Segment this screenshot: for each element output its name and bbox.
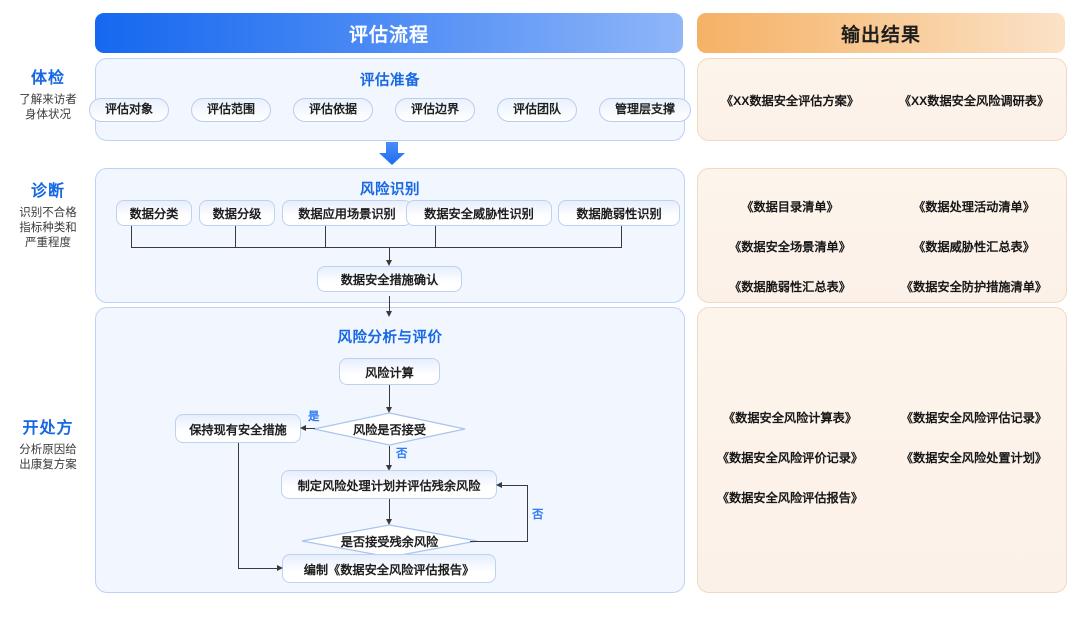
arrow-head-icon <box>386 465 392 471</box>
header-assessment-process: 评估流程 <box>95 13 683 53</box>
stage-title: 体检 <box>30 70 65 87</box>
arrow-head-icon <box>300 425 306 431</box>
box-data-classification[interactable]: 数据分类 <box>116 200 192 226</box>
connector-stem <box>325 226 327 248</box>
stage-label-prescription: 开处方 分析原因给 出康复方案 <box>2 418 94 473</box>
arrow-head-icon <box>277 565 283 571</box>
label-no: 否 <box>532 509 544 521</box>
down-block-arrow-icon <box>379 142 405 165</box>
output-doc-item: 《XX数据安全评估方案》 <box>720 94 860 108</box>
output-doc-item: 《数据脆弱性汇总表》 <box>729 280 851 294</box>
connector-loop-no <box>470 541 528 543</box>
connector-stem <box>435 226 437 248</box>
output-panel-preparation: 《XX数据安全评估方案》 《XX数据安全风险调研表》 <box>697 58 1067 141</box>
stage-label-physical-exam: 体检 了解来访者 身体状况 <box>2 68 94 123</box>
pill-assessment-object[interactable]: 评估对象 <box>88 98 169 122</box>
box-risk-calculation[interactable]: 风险计算 <box>339 358 440 385</box>
stage-title: 开处方 <box>22 420 74 437</box>
header-assessment-process-label: 评估流程 <box>348 24 429 46</box>
box-data-application-scenario[interactable]: 数据应用场景识别 <box>282 200 412 226</box>
output-doc-item: 《数据安全风险评估记录》 <box>900 411 1048 425</box>
panel-title-risk-identification: 风险识别 <box>360 182 420 198</box>
decision-risk-acceptable[interactable]: 风险是否接受 <box>313 412 466 446</box>
stage-desc-line: 分析原因给 <box>19 444 77 456</box>
output-doc-item <box>882 488 1066 506</box>
stage-desc-line: 出康复方案 <box>19 459 77 471</box>
stage-label-diagnosis: 诊断 识别不合格 指标种类和 严重程度 <box>2 181 94 251</box>
output-doc-item: 《数据安全风险处置计划》 <box>900 451 1048 465</box>
stage-desc-line: 了解来访者 <box>19 94 77 106</box>
output-doc-item: 《数据目录清单》 <box>741 200 839 214</box>
stage-desc-line: 指标种类和 <box>19 222 77 234</box>
arrow-head-icon <box>386 407 392 413</box>
arrow-head-icon <box>496 482 502 488</box>
connector-keep-to-report <box>238 443 240 568</box>
output-doc-item: 《数据安全风险评估报告》 <box>716 491 864 505</box>
output-doc-item: 《数据威胁性汇总表》 <box>913 240 1035 254</box>
label-yes: 是 <box>308 411 320 423</box>
pill-assessment-basis[interactable]: 评估依据 <box>292 98 373 122</box>
output-doc-item: 《XX数据安全风险调研表》 <box>898 94 1050 108</box>
stage-desc-line: 识别不合格 <box>19 207 77 219</box>
box-keep-existing-measures[interactable]: 保持现有安全措施 <box>175 414 301 443</box>
label-no: 否 <box>396 448 408 460</box>
connector-bus <box>131 247 622 249</box>
output-doc-grid: 《数据目录清单》 《数据处理活动清单》 《数据安全场景清单》 《数据威胁性汇总表… <box>698 197 1066 295</box>
header-output-results: 输出结果 <box>697 13 1065 53</box>
panel-title-risk-analysis: 风险分析与评价 <box>337 330 443 346</box>
decision-residual-risk-label: 是否接受残余风险 <box>340 535 439 549</box>
connector-stem <box>235 226 237 248</box>
box-data-security-threat[interactable]: 数据安全威胁性识别 <box>406 200 552 226</box>
connector-keep-to-report <box>238 568 280 570</box>
connector-stem <box>389 296 391 313</box>
panel-title-preparation: 评估准备 <box>360 73 420 89</box>
connector-no-branch <box>389 446 391 467</box>
box-data-vulnerability[interactable]: 数据脆弱性识别 <box>558 200 680 226</box>
connector-stem <box>389 247 391 262</box>
connector-yes-branch <box>302 428 315 430</box>
output-doc-grid: 《数据安全风险计算表》 《数据安全风险评估记录》 《数据安全风险评价记录》 《数… <box>698 408 1066 506</box>
pill-management-support[interactable]: 管理层支撑 <box>599 98 692 122</box>
connector-stem <box>621 226 623 248</box>
decision-residual-risk-acceptable[interactable]: 是否接受残余风险 <box>301 524 478 558</box>
output-doc-item: 《数据安全风险评价记录》 <box>716 451 864 465</box>
connector-stem <box>131 226 133 248</box>
box-security-measure-confirmation[interactable]: 数据安全措施确认 <box>317 266 462 292</box>
box-data-grading[interactable]: 数据分级 <box>199 200 275 226</box>
output-doc-item: 《数据处理活动清单》 <box>913 200 1035 214</box>
stage-desc-line: 严重程度 <box>25 237 71 249</box>
decision-risk-acceptable-label: 风险是否接受 <box>352 423 427 437</box>
panel-risk-identification: 风险识别 数据分类 数据分级 数据应用场景识别 数据安全威胁性识别 数据脆弱性识… <box>95 168 685 303</box>
connector-stem <box>389 499 391 521</box>
connector-loop-no <box>527 485 529 542</box>
preparation-pill-row: 评估对象 评估范围 评估依据 评估边界 评估团队 管理层支撑 <box>88 98 692 122</box>
stage-title: 诊断 <box>30 183 65 200</box>
pill-assessment-team[interactable]: 评估团队 <box>497 98 578 122</box>
output-doc-grid: 《XX数据安全评估方案》 《XX数据安全风险调研表》 <box>698 91 1066 109</box>
output-doc-item: 《数据安全场景清单》 <box>729 240 851 254</box>
output-doc-item: 《数据安全风险计算表》 <box>722 411 858 425</box>
header-output-results-label: 输出结果 <box>840 24 921 46</box>
connector-stem <box>389 385 391 409</box>
arrow-head-icon <box>386 519 392 525</box>
arrow-head-icon <box>386 311 392 317</box>
pill-assessment-scope[interactable]: 评估范围 <box>190 98 271 122</box>
connector-loop-no <box>501 485 528 487</box>
arrow-head-icon <box>386 260 392 266</box>
stage-desc-line: 身体状况 <box>25 109 71 121</box>
panel-assessment-preparation: 评估准备 评估对象 评估范围 评估依据 评估边界 评估团队 管理层支撑 <box>88 58 692 141</box>
output-panel-identification: 《数据目录清单》 《数据处理活动清单》 《数据安全场景清单》 《数据威胁性汇总表… <box>697 168 1067 303</box>
box-compile-report[interactable]: 编制《数据安全风险评估报告》 <box>282 554 496 583</box>
box-risk-treatment-plan[interactable]: 制定风险处理计划并评估残余风险 <box>281 470 497 499</box>
panel-risk-analysis-evaluation: 风险分析与评价 风险计算 风险是否接受 保持现有安全措施 是 否 制定风险处理计… <box>95 296 685 593</box>
output-panel-analysis: 《数据安全风险计算表》 《数据安全风险评估记录》 《数据安全风险评价记录》 《数… <box>697 307 1067 593</box>
output-doc-item: 《数据安全防护措施清单》 <box>900 280 1048 294</box>
pill-assessment-boundary[interactable]: 评估边界 <box>395 98 476 122</box>
